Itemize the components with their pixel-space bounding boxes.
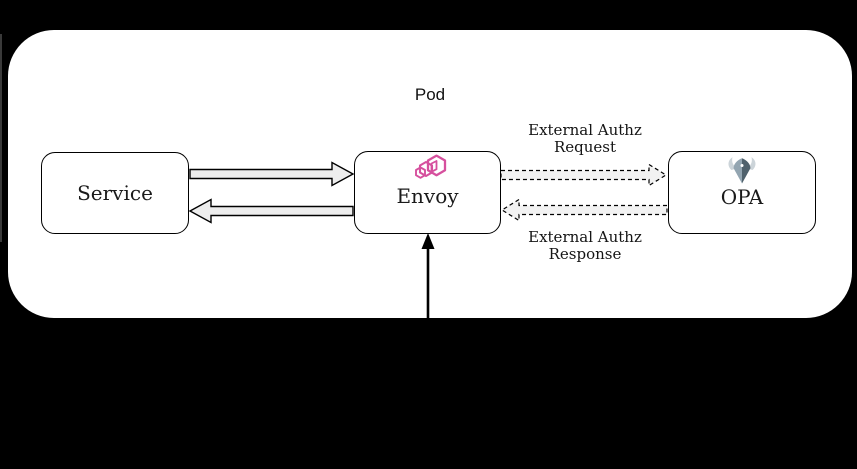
service-node-label: Service [77, 181, 153, 205]
left-edge-artifact-line [0, 34, 2, 242]
external-authz-response-label: External Authz Response [528, 228, 642, 264]
external-authz-request-label: External Authz Request [528, 121, 642, 157]
envoy-node-label: Envoy [396, 184, 459, 208]
envoy-node: Envoy [354, 151, 501, 234]
opa-helmet-icon [728, 157, 756, 184]
service-node: Service [41, 152, 189, 234]
opa-node-label: OPA [720, 185, 764, 209]
opa-node: OPA [668, 151, 816, 234]
pod-label: Pod [414, 85, 446, 104]
envoy-hexagons-icon [414, 154, 446, 179]
